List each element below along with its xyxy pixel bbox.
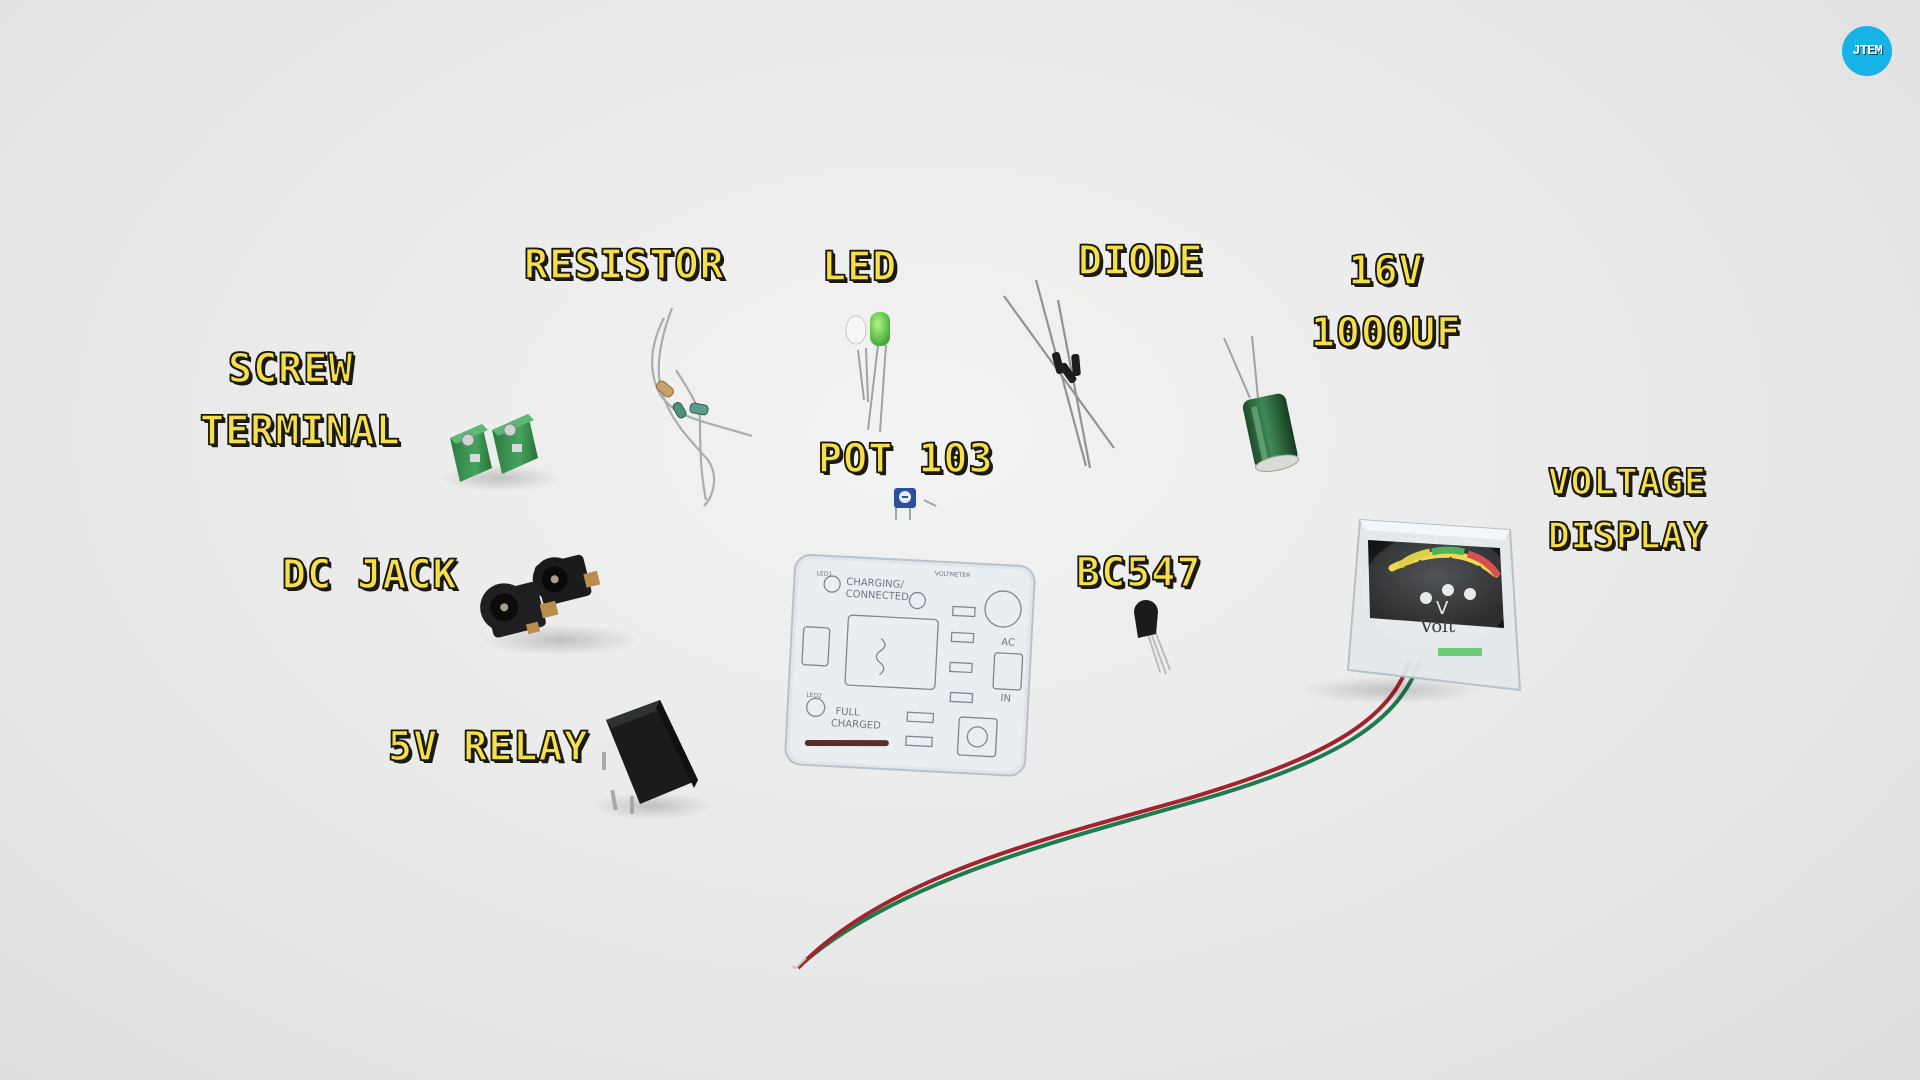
relay-label: 5V RELAY — [387, 723, 589, 771]
potentiometer-component — [894, 488, 937, 520]
led-component — [845, 312, 890, 433]
pcb-full-label-2: CHARGED — [831, 718, 882, 732]
channel-logo-text: JTEM — [1852, 43, 1883, 59]
meter-brand: Volt — [1419, 616, 1456, 637]
voltage-display-label-line-1: VOLTAGE — [1547, 461, 1707, 504]
resistor-label: RESISTOR — [523, 241, 725, 289]
dc-jack-component — [480, 554, 640, 656]
capacitor-label-line-1: 16V — [1348, 247, 1424, 295]
capacitor-component — [1223, 335, 1300, 472]
pcb-charging-label-1: CHARGING/ — [846, 577, 905, 591]
pcb-silkscreen: CHARGING/ CONNECTED FULL CHARGED AC IN V… — [806, 570, 1015, 732]
transistor-component — [1134, 600, 1171, 675]
pcb-ac-label: AC — [1001, 637, 1015, 649]
led-label: LED — [821, 243, 898, 291]
screw-terminal-component — [440, 414, 560, 492]
resistor-component — [651, 307, 753, 507]
voltage-display-label-line-2: DISPLAY — [1547, 515, 1707, 558]
pcb-board — [784, 553, 1036, 777]
screw-terminal-label: SCREW TERMINAL — [199, 338, 401, 462]
capacitor-label-line-2: 1000UF — [1310, 309, 1462, 357]
voltage-meter-component: V Volt — [791, 518, 1522, 970]
pcb-in-label: IN — [1000, 693, 1011, 705]
dc-jack-label: DC JACK — [281, 551, 458, 599]
pot-label: POT 103 — [817, 435, 994, 483]
screw-terminal-label-line-2: TERMINAL — [199, 407, 401, 455]
channel-logo: JTEM — [1842, 26, 1892, 76]
bc547-label: BC547 — [1075, 549, 1202, 597]
diode-label: DIODE — [1077, 237, 1204, 285]
pcb-charging-label-2: CONNECTED — [845, 589, 909, 603]
meter-face-text: V — [1436, 598, 1449, 619]
relay-component — [592, 700, 712, 820]
diode-component — [1003, 279, 1115, 469]
pcb-voltmeter-label: VOLTMETER — [935, 570, 971, 579]
pcb-led1-label: LED1 — [816, 570, 832, 578]
voltage-display-label: VOLTAGE DISPLAY — [1547, 456, 1707, 564]
pcb-full-label-1: FULL — [835, 706, 860, 718]
screw-terminal-label-line-1: SCREW — [227, 345, 354, 393]
pcb-led2-label: LED2 — [806, 692, 822, 700]
capacitor-label: 16V 1000UF — [1296, 240, 1476, 364]
